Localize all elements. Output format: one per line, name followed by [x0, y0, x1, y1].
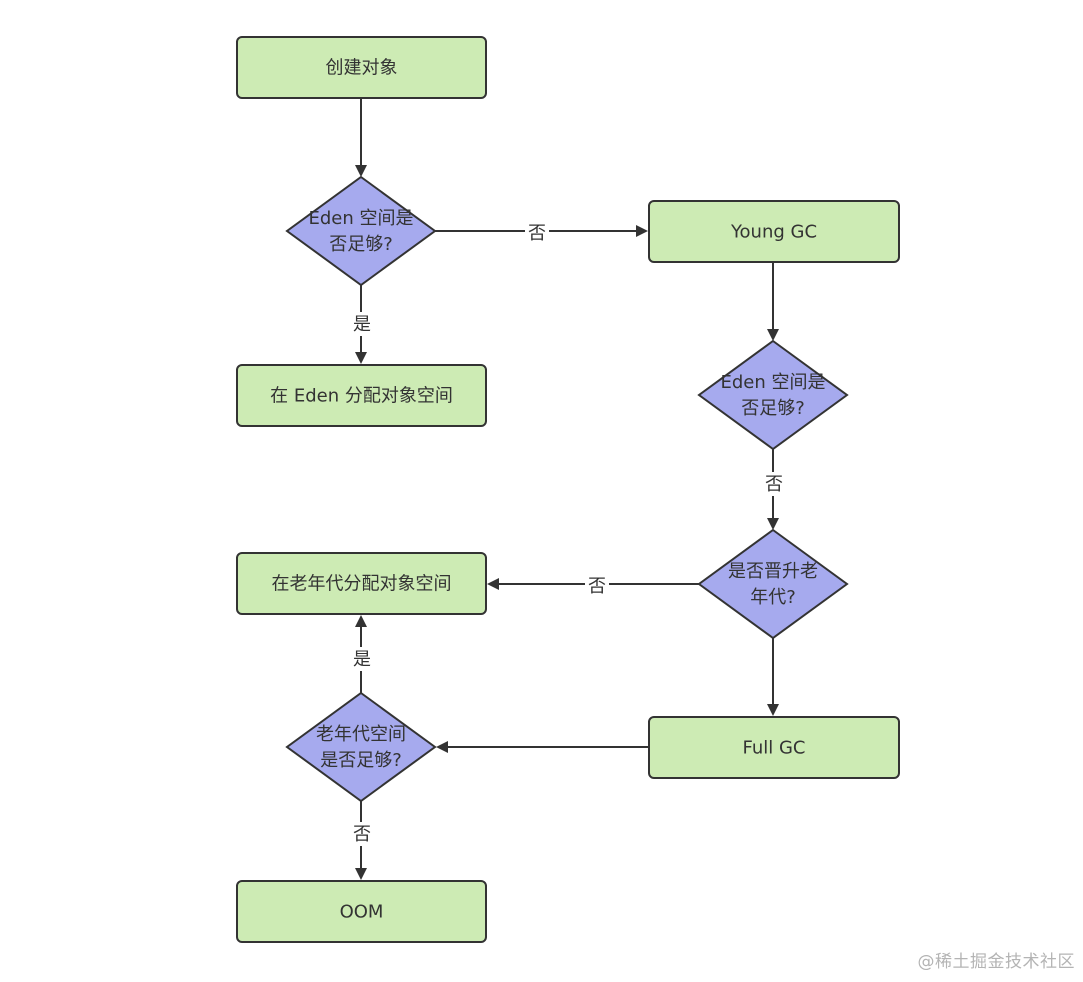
- node-label-line: Young GC: [730, 222, 817, 243]
- process-box: [236, 552, 487, 615]
- edge-label-text: 否: [765, 474, 783, 495]
- process-box: [648, 716, 900, 779]
- decision-diamond: [285, 691, 437, 803]
- node-label-line: 是否足够?: [320, 750, 402, 771]
- edge-label-text: 是: [353, 314, 371, 335]
- node-allocate-in-old-gen: 在老年代分配对象空间: [236, 552, 487, 615]
- edge-label-text: 否: [588, 576, 606, 597]
- node-label-line: 老年代空间: [316, 724, 406, 745]
- node-label-line: Eden 空间是: [720, 372, 825, 393]
- process-box: [236, 36, 487, 99]
- decision-diamond: [697, 339, 849, 451]
- node-oom: OOM: [236, 880, 487, 943]
- edge-label-old_check-to-oom: 否: [350, 822, 374, 846]
- node-label-line: 在老年代分配对象空间: [272, 574, 452, 595]
- node-allocate-in-eden: 在 Eden 分配对象空间: [236, 364, 487, 427]
- edge-label-eden2-to-promote: 否: [762, 472, 786, 496]
- process-box: [236, 364, 487, 427]
- node-label-line: 在 Eden 分配对象空间: [270, 386, 453, 407]
- edge-label-text: 否: [528, 223, 546, 244]
- node-full-gc: Full GC: [648, 716, 900, 779]
- process-box: [648, 200, 900, 263]
- node-label-line: 是否晋升老: [728, 561, 818, 582]
- edge-label-text: 否: [353, 824, 371, 845]
- edge-label-background: [585, 574, 609, 598]
- node-label-line: 否足够?: [329, 234, 393, 255]
- edge-label-promote-to-alloc_old: 否: [585, 574, 609, 598]
- node-label-line: Full GC: [742, 738, 805, 759]
- edge-label-old_check-to-alloc_old: 是: [350, 647, 374, 671]
- edge-label-text: 是: [353, 649, 371, 670]
- node-young-gc: Young GC: [648, 200, 900, 263]
- edge-label-eden1-to-alloc_eden: 是: [350, 312, 374, 336]
- node-label-line: Eden 空间是: [308, 208, 413, 229]
- decision-diamond: [697, 528, 849, 640]
- watermark-text: @稀土掘金技术社区: [917, 952, 1075, 972]
- process-box: [236, 880, 487, 943]
- edge-label-background: [350, 822, 374, 846]
- edge-label-background: [762, 472, 786, 496]
- node-label-line: OOM: [340, 902, 384, 923]
- node-label-line: 年代?: [750, 587, 796, 608]
- node-label-line: 否足够?: [741, 398, 805, 419]
- edge-label-background: [350, 647, 374, 671]
- edge-label-background: [525, 221, 549, 245]
- edge-label-eden1-to-young_gc: 否: [525, 221, 549, 245]
- edge-label-background: [350, 312, 374, 336]
- node-create-object: 创建对象: [236, 36, 487, 99]
- node-label-line: 创建对象: [326, 58, 398, 79]
- decision-diamond: [285, 175, 437, 287]
